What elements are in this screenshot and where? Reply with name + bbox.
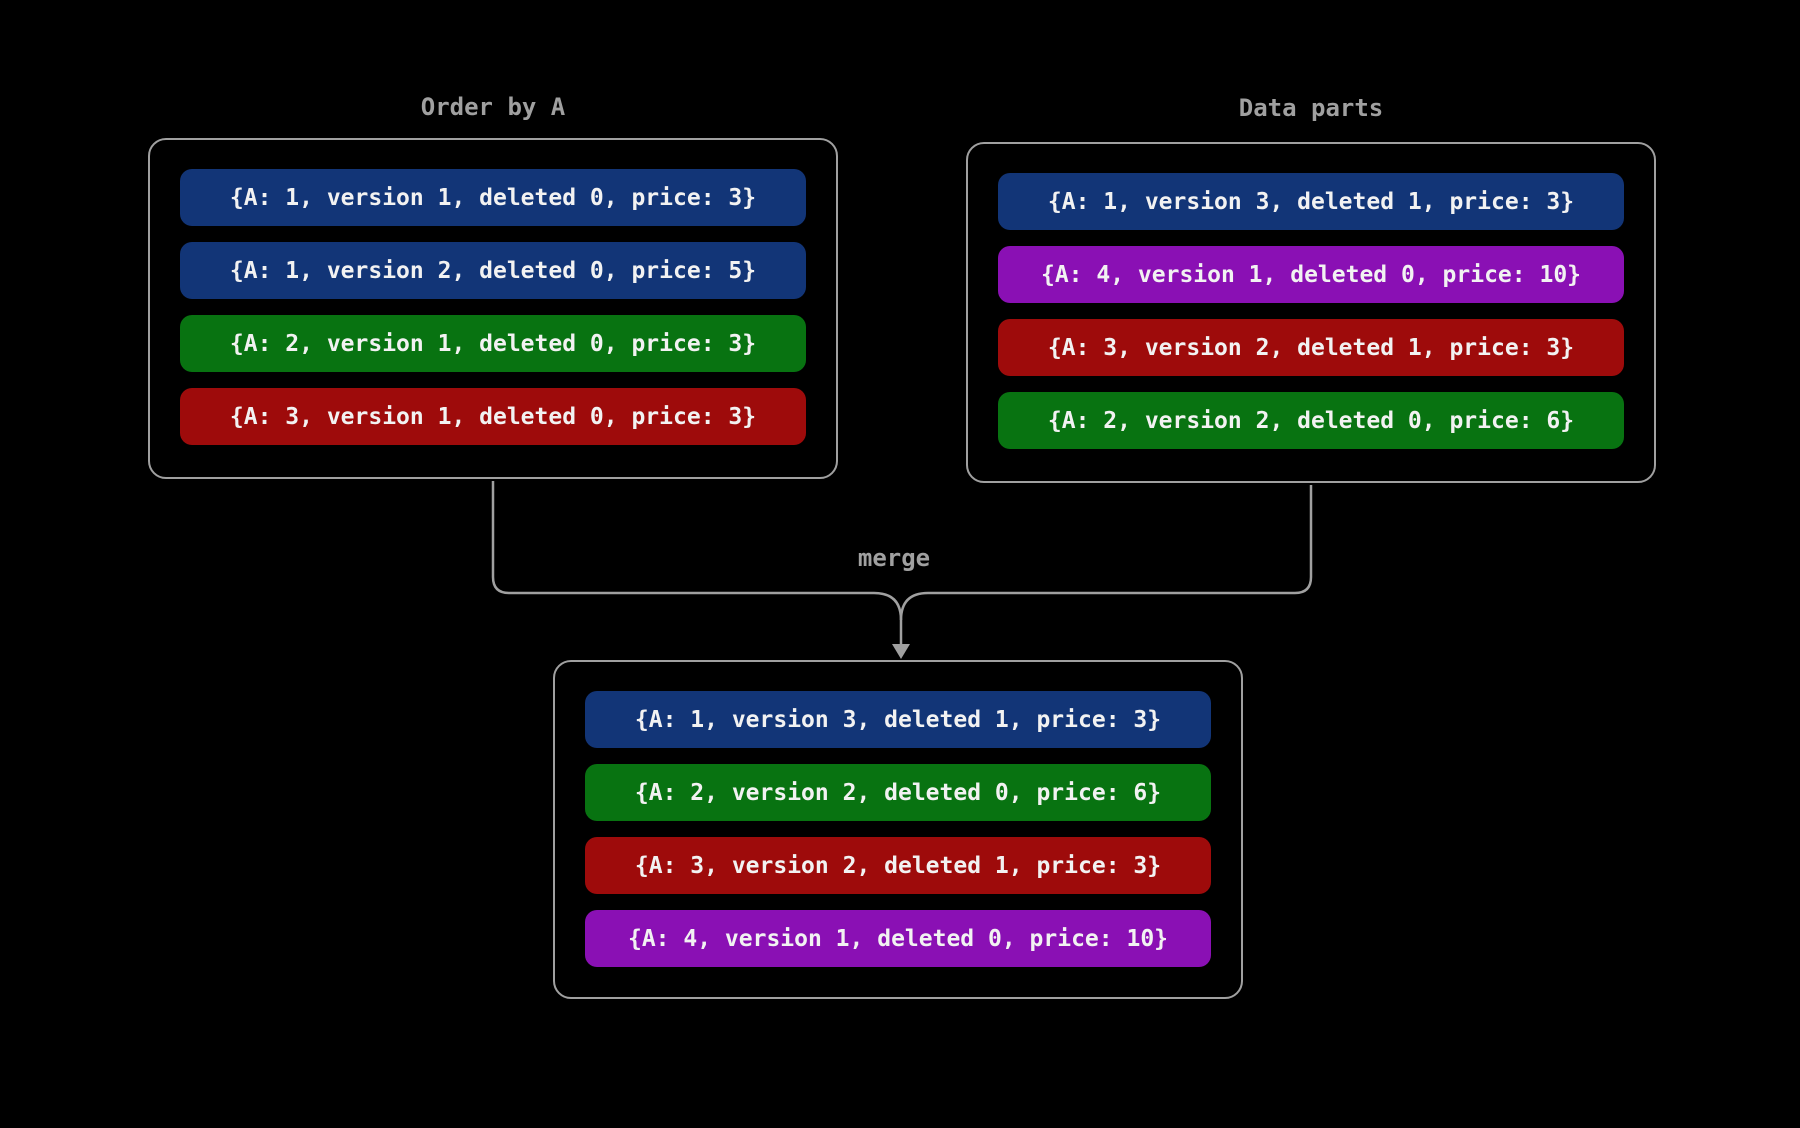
left-box-title: Order by A (420, 93, 566, 121)
order-by-a-box: {A: 1, version 1, deleted 0, price: 3} {A… (148, 138, 838, 479)
data-row-green: {A: 2, version 2, deleted 0, price: 6} (585, 764, 1211, 821)
data-row-purple: {A: 4, version 1, deleted 0, price: 10} (998, 246, 1624, 303)
merged-result-box: {A: 1, version 3, deleted 1, price: 3} {A… (553, 660, 1243, 999)
data-row-blue: {A: 1, version 3, deleted 1, price: 3} (998, 173, 1624, 230)
data-row-purple: {A: 4, version 1, deleted 0, price: 10} (585, 910, 1211, 967)
data-row-red: {A: 3, version 2, deleted 1, price: 3} (998, 319, 1624, 376)
right-box-title: Data parts (1238, 94, 1384, 122)
data-row-green: {A: 2, version 2, deleted 0, price: 6} (998, 392, 1624, 449)
data-row-red: {A: 3, version 1, deleted 0, price: 3} (180, 388, 806, 445)
data-row-red: {A: 3, version 2, deleted 1, price: 3} (585, 837, 1211, 894)
data-parts-box: {A: 1, version 3, deleted 1, price: 3} {A… (966, 142, 1656, 483)
data-row-blue: {A: 1, version 1, deleted 0, price: 3} (180, 169, 806, 226)
data-row-green: {A: 2, version 1, deleted 0, price: 3} (180, 315, 806, 372)
data-row-blue: {A: 1, version 3, deleted 1, price: 3} (585, 691, 1211, 748)
data-row-blue: {A: 1, version 2, deleted 0, price: 5} (180, 242, 806, 299)
arrow-down-icon (892, 644, 910, 659)
merge-label: merge (857, 544, 931, 572)
